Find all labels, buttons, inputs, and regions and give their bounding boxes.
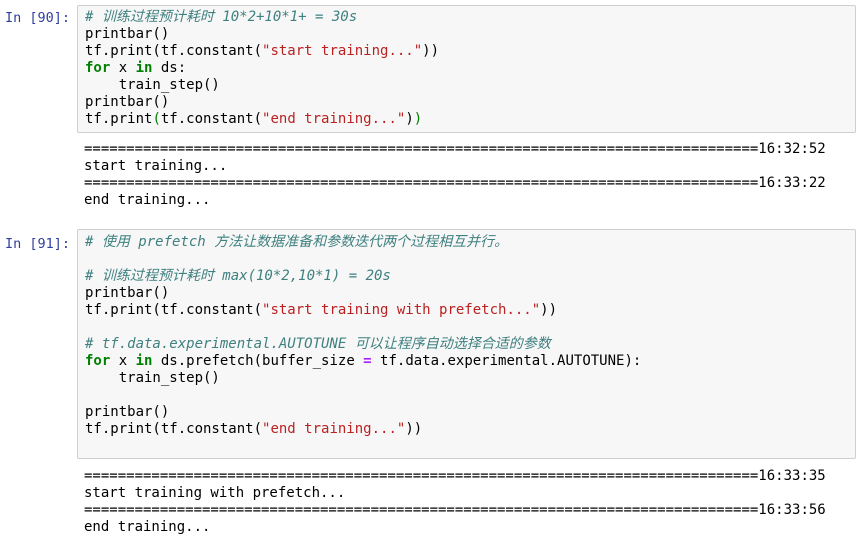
- code-line: tf.print(tf.constant("end training...")): [78, 111, 855, 128]
- code-token: ): [413, 111, 423, 127]
- code-token: tf.print(tf.constant(: [85, 43, 263, 59]
- code-line: for x in ds.prefetch(buffer_size = tf.da…: [78, 353, 855, 370]
- output-area: ========================================…: [77, 468, 856, 536]
- code-token: in: [135, 60, 153, 76]
- code-line: printbar(): [78, 404, 855, 421]
- code-token: tf.print(tf.constant(: [85, 421, 263, 437]
- code-line: train_step(): [78, 370, 855, 387]
- code-line: printbar(): [78, 26, 855, 43]
- code-token: tf.constant(: [160, 111, 263, 127]
- code-token: printbar(): [85, 26, 170, 42]
- code-token: )): [422, 43, 440, 59]
- code-token: for: [85, 353, 111, 369]
- code-token: # 训练过程预计耗时 max(10*2,10*1) = 20s: [85, 268, 391, 284]
- code-line: [78, 438, 855, 455]
- code-token: for: [85, 60, 111, 76]
- code-line: printbar(): [78, 285, 855, 302]
- output-line: ========================================…: [84, 175, 826, 191]
- code-line: [78, 387, 855, 404]
- code-token: # 使用 prefetch 方法让数据准备和参数迭代两个过程相互并行。: [85, 234, 509, 250]
- output-line: end training...: [84, 192, 211, 208]
- code-token: tf.data.experimental.AUTOTUNE):: [371, 353, 642, 369]
- output-line: ========================================…: [84, 141, 826, 157]
- code-line: for x in ds:: [78, 60, 855, 77]
- output-line: end training...: [84, 519, 211, 535]
- code-line: printbar(): [78, 94, 855, 111]
- output-line: ========================================…: [84, 468, 826, 484]
- code-token: printbar(): [85, 285, 170, 301]
- code-token: =: [363, 353, 372, 369]
- code-token: (: [152, 111, 161, 127]
- code-token: "end training...": [262, 111, 406, 127]
- output-line: start training with prefetch...: [84, 485, 346, 501]
- code-token: printbar(): [85, 94, 170, 110]
- code-token: "start training...": [262, 43, 423, 59]
- code-token: # tf.data.experimental.AUTOTUNE 可以让程序自动选…: [85, 336, 551, 352]
- output-line: start training...: [84, 158, 228, 174]
- code-line: [78, 251, 855, 268]
- code-editor[interactable]: # 使用 prefetch 方法让数据准备和参数迭代两个过程相互并行。 # 训练过…: [77, 229, 856, 459]
- code-line: # 使用 prefetch 方法让数据准备和参数迭代两个过程相互并行。: [78, 234, 855, 251]
- code-cell-91[interactable]: In [91]: # 使用 prefetch 方法让数据准备和参数迭代两个过程相…: [0, 226, 856, 542]
- code-token: ds:: [152, 60, 187, 76]
- code-token: # 训练过程预计耗时 10*2+10*1+ = 30s: [85, 9, 358, 25]
- code-line: tf.print(tf.constant("start training wit…: [78, 302, 855, 319]
- code-token: "end training...": [262, 421, 406, 437]
- code-token: ds.prefetch(buffer_size: [152, 353, 364, 369]
- code-line: # tf.data.experimental.AUTOTUNE 可以让程序自动选…: [78, 336, 855, 353]
- code-token: train_step(): [85, 370, 220, 386]
- code-token: printbar(): [85, 404, 170, 420]
- code-token: "start training with prefetch...": [262, 302, 541, 318]
- code-token: in: [135, 353, 153, 369]
- code-token: ): [405, 111, 414, 127]
- code-line: # 训练过程预计耗时 max(10*2,10*1) = 20s: [78, 268, 855, 285]
- code-token: )): [405, 421, 423, 437]
- code-token: )): [540, 302, 558, 318]
- code-token: x: [110, 60, 136, 76]
- code-line: train_step(): [78, 77, 855, 94]
- input-prompt: In [90]:: [5, 10, 71, 26]
- code-line: tf.print(tf.constant("end training...")): [78, 421, 855, 438]
- code-token: tf.print: [85, 111, 153, 127]
- code-token: x: [110, 353, 136, 369]
- code-line: [78, 319, 855, 336]
- output-area: ========================================…: [77, 141, 856, 209]
- code-line: tf.print(tf.constant("start training..."…: [78, 43, 855, 60]
- input-prompt: In [91]:: [5, 236, 71, 252]
- code-token: train_step(): [85, 77, 220, 93]
- output-line: ========================================…: [84, 502, 826, 518]
- code-token: tf.print(tf.constant(: [85, 302, 263, 318]
- code-line: # 训练过程预计耗时 10*2+10*1+ = 30s: [78, 9, 855, 26]
